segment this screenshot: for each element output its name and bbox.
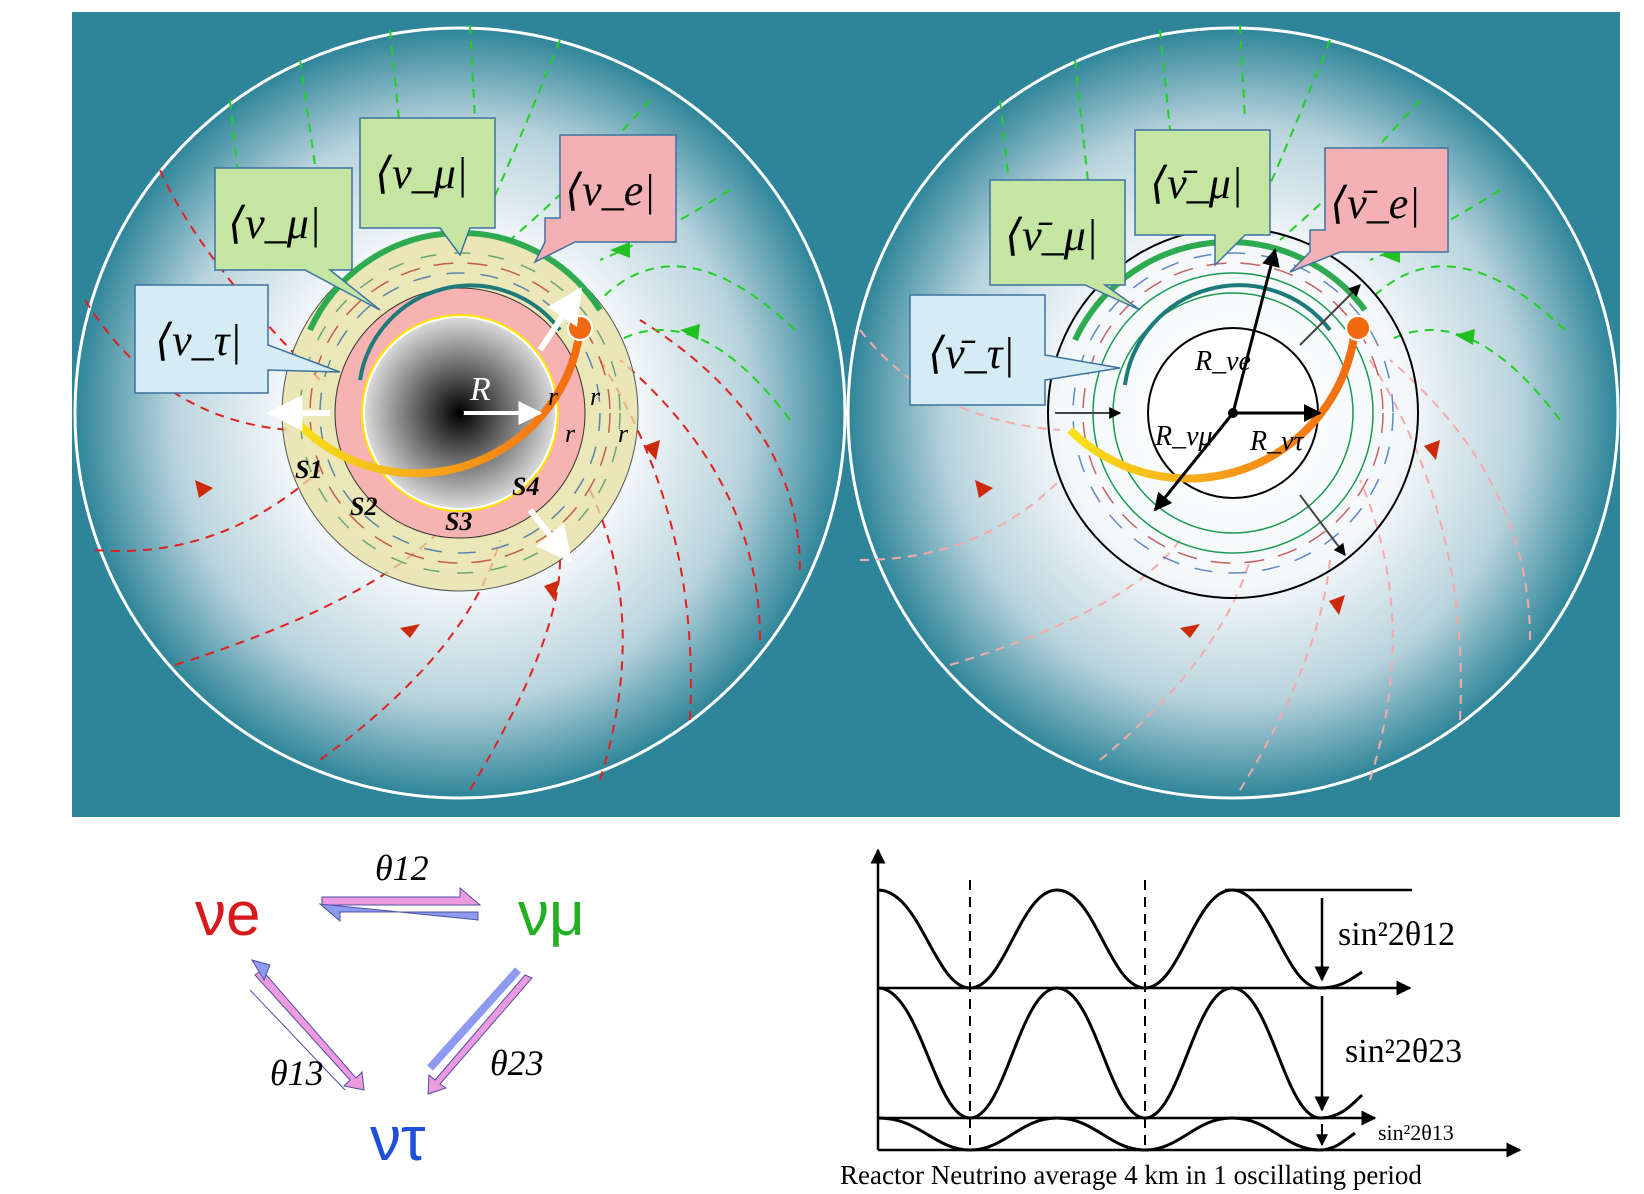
- left-callout-e: ⟨ν_e|: [533, 134, 677, 264]
- left-sector-label-3: S3: [445, 507, 472, 536]
- left-green-arrowheads: [610, 242, 700, 340]
- right-radius-arrow-mu: [1153, 412, 1235, 512]
- right-double-arrow-lower: [1299, 494, 1346, 556]
- left-yellow-orange-band: [292, 329, 584, 478]
- right-radius-label-e: R_νe: [1194, 346, 1251, 377]
- right-disk: R_νe R_νμ R_ντ ⟨ν̄_μ| ⟨ν̄_μ| ⟨ν̄_e| ⟨ν̄_…: [846, 24, 1620, 800]
- left-callout-mu-inner-text: ⟨ν_μ|: [375, 149, 468, 198]
- left-r-label-2: r: [590, 382, 601, 411]
- right-electron-dot: [1345, 315, 1371, 341]
- left-white-arrow-up: [537, 287, 583, 352]
- right-yellow-orange-band: [1067, 329, 1359, 483]
- right-callout-mu-inner-text: ⟨ν̄_μ|: [1150, 159, 1243, 208]
- right-callout-mu-inner: ⟨ν̄_μ|: [1134, 129, 1271, 267]
- left-callout-tau: ⟨ν_τ|: [134, 284, 341, 394]
- right-radius-label-mu: R_νμ: [1154, 421, 1213, 452]
- right-green-band: [1072, 239, 1368, 342]
- right-flavor-waves: [1072, 252, 1394, 574]
- nu-e-label: νe: [195, 880, 260, 949]
- right-callout-tau: ⟨ν̄_τ|: [909, 294, 1121, 406]
- left-electron-dot: [567, 315, 593, 341]
- left-green-band-2: [358, 283, 562, 381]
- theta23-arrows: [427, 967, 533, 1095]
- osc-label-13: sin²2θ13: [1378, 1120, 1454, 1145]
- left-center-point: [456, 409, 464, 417]
- left-sector-label-2: S2: [350, 492, 377, 521]
- osc-wave-23: [877, 986, 1364, 1120]
- left-callout-mu-outer-text: ⟨ν_μ|: [228, 199, 321, 248]
- right-callout-mu-outer-text: ⟨ν̄_μ|: [1005, 211, 1098, 260]
- nu-mu-label: νμ: [518, 880, 585, 949]
- left-r-label-1: r: [548, 382, 559, 411]
- right-double-arrow-upper: [1299, 284, 1361, 346]
- osc-wave-12: [877, 888, 1363, 990]
- osc-label-12: sin²2θ12: [1338, 916, 1455, 953]
- right-callout-e: ⟨ν̄_e|: [1289, 147, 1449, 273]
- nu-tau-label: ντ: [370, 1105, 426, 1174]
- right-green-band-2: [1123, 283, 1332, 386]
- left-callout-mu-outer: ⟨ν_μ|: [214, 167, 381, 311]
- theta12-arrows: [318, 886, 482, 923]
- mixing-triangle: νe νμ ντ θ12 θ13 θ23: [195, 848, 585, 1174]
- left-r-label-4: r: [618, 419, 629, 448]
- right-red-arrowheads: [975, 440, 1440, 638]
- left-sector-label-4: S4: [512, 472, 539, 501]
- osc-caption: Reactor Neutrino average 4 km in 1 oscil…: [840, 1160, 1422, 1190]
- left-sector-label-1: S1: [295, 455, 322, 484]
- left-callout-e-text: ⟨ν_e|: [565, 166, 655, 215]
- theta13-arrows: [249, 959, 365, 1091]
- right-callout-e-text: ⟨ν̄_e|: [1330, 179, 1420, 228]
- right-radius-arrow-e: [1231, 248, 1280, 414]
- left-white-arrow-down: [527, 508, 573, 563]
- left-callout-tau-text: ⟨ν_τ|: [155, 316, 242, 365]
- oscillation-plot: sin²2θ12 sin²2θ23 sin²2θ13 Reactor Neutr…: [840, 848, 1522, 1190]
- theta23-label: θ23: [490, 1043, 544, 1083]
- left-disk: R r r r r S1 S2 S3 S4 ⟨ν_μ| ⟨ν_μ| ⟨ν_e| …: [73, 24, 847, 800]
- theta13-label: θ13: [270, 1053, 324, 1093]
- left-r-label-3: r: [565, 419, 576, 448]
- left-radius-label: R: [469, 371, 491, 408]
- right-callout-tau-text: ⟨ν̄_τ|: [928, 329, 1015, 378]
- right-callout-mu-outer: ⟨ν̄_μ|: [989, 179, 1141, 311]
- right-center-point: [1228, 408, 1238, 418]
- left-callout-mu-inner: ⟨ν_μ|: [359, 117, 496, 257]
- osc-wave-13: [877, 1116, 1356, 1152]
- theta12-label: θ12: [375, 848, 429, 888]
- right-radius-label-tau: R_ντ: [1249, 426, 1305, 457]
- left-red-arrowheads: [195, 440, 660, 638]
- osc-label-23: sin²2θ23: [1345, 1033, 1462, 1070]
